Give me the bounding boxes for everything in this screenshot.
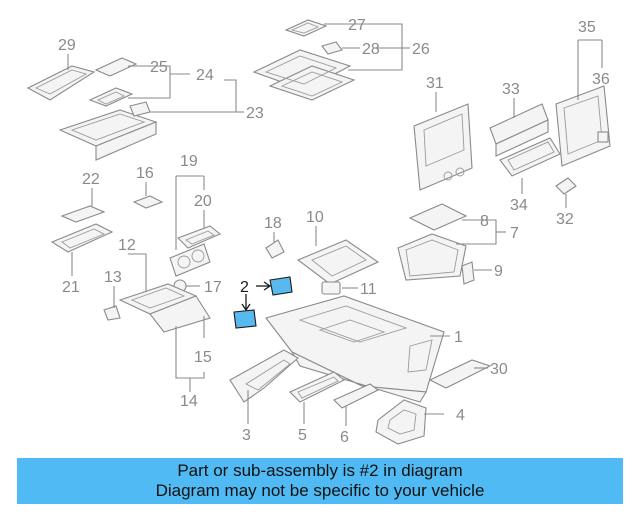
part-28-clip [321,41,343,55]
callout-30: 30 [490,361,508,378]
callout-18: 18 [264,215,282,232]
callout-31: 31 [426,75,444,92]
part-33-panel [489,103,549,157]
callout-6: 6 [340,429,349,446]
part-2-bottom-highlighted [233,309,257,329]
part-2-top-highlighted [269,276,293,296]
part-32-clip [555,177,577,195]
callout-29: 29 [58,37,76,54]
callout-35: 35 [578,19,596,36]
callout-26: 26 [412,41,430,58]
part-27-pocket [284,19,328,37]
info-banner: Part or sub-assembly is #2 in diagram Di… [17,458,623,504]
part-24-tray [88,87,134,107]
part-10-trim [296,239,380,285]
callout-21: 21 [62,279,80,296]
part-13-clip [103,305,121,321]
part-21-mat [50,223,114,253]
callout-2: 2 [240,279,249,296]
part-19-cupholder [169,243,211,277]
callout-16: 16 [136,165,154,182]
part-8-mat [408,203,468,231]
part-29-cover [26,65,96,101]
part-23-console-lid [58,101,158,161]
callout-32: 32 [556,211,574,228]
callout-28: 28 [362,41,380,58]
callout-20: 20 [194,193,212,210]
part-20-holder [177,225,222,249]
part-35-door [555,85,611,167]
callout-9: 9 [494,263,503,280]
callout-34: 34 [510,197,528,214]
callout-27: 27 [348,17,366,34]
part-22-pad [60,205,106,223]
callout-19: 19 [180,153,198,170]
callout-23: 23 [246,105,264,122]
callout-36: 36 [592,71,610,88]
callout-22: 22 [82,171,100,188]
callout-numbers: 29 25 24 23 27 28 26 31 33 35 36 34 32 1… [58,17,610,446]
callout-10: 10 [306,209,324,226]
callout-1: 1 [454,329,463,346]
part-11-button [321,281,341,295]
callout-15: 15 [194,349,212,366]
part-4-mount [375,399,427,445]
part-12-panel [118,283,211,333]
callout-33: 33 [502,81,520,98]
callout-17: 17 [204,279,222,296]
callout-25: 25 [150,59,168,76]
part-6-bracket [333,383,380,409]
part-34-tray [499,137,561,177]
part-30-rail [428,359,492,389]
part-7-bin [397,233,467,281]
callout-11: 11 [360,281,377,298]
callout-13: 13 [104,269,122,286]
part-36-latch [597,131,609,143]
callout-12: 12 [118,237,136,254]
callout-5: 5 [298,427,307,444]
parts-diagram: 29 25 24 23 27 28 26 31 33 35 36 34 32 1… [26,17,611,446]
banner-line-disclaimer: Diagram may not be specific to your vehi… [155,481,485,500]
part-5-duct [289,371,346,403]
part-31-bezel-frame [413,103,473,191]
part-26-bezel [252,49,356,101]
callout-14: 14 [180,393,198,410]
callout-4: 4 [456,407,465,424]
part-18-knob [265,239,285,259]
part-16-plug [132,195,164,209]
leader-lines [67,23,603,426]
callout-8: 8 [480,213,489,230]
callout-3: 3 [242,427,251,444]
part-9-clip [461,261,475,285]
banner-line-part: Part or sub-assembly is #2 in diagram [177,461,463,480]
part-3-bracket [229,349,299,403]
part-1-console [265,295,445,403]
callout-7: 7 [510,225,519,242]
callout-24: 24 [196,67,214,84]
part-25-pad [94,57,138,77]
